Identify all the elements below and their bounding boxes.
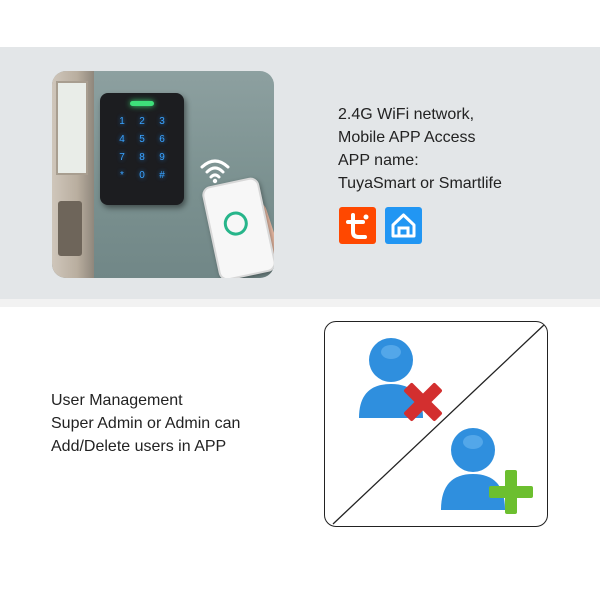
user-management-description: User Management Super Admin or Admin can… <box>51 389 240 458</box>
user-line: Add/Delete users in APP <box>51 438 227 455</box>
keypad-key: 6 <box>159 134 165 145</box>
keypad-key: # <box>159 170 165 181</box>
room-background <box>52 71 94 278</box>
keypad-key: 8 <box>139 152 145 163</box>
app-unlock-icon <box>221 209 251 238</box>
delete-user-icon <box>359 338 442 421</box>
tuya-app-icon <box>339 207 376 244</box>
wifi-line: TuyaSmart or Smartlife <box>338 175 502 192</box>
keypad-key: 3 <box>159 116 165 127</box>
wifi-line: APP name: <box>338 152 419 169</box>
wifi-line: 2.4G WiFi network, <box>338 106 475 123</box>
keypad-key: 0 <box>139 170 145 181</box>
lamp-illustration <box>58 201 82 256</box>
tuya-logo-icon <box>346 213 369 239</box>
smartlife-house-icon <box>391 213 416 238</box>
keypad-led-indicator <box>130 101 154 106</box>
user-line: User Management <box>51 392 183 409</box>
user-line: Super Admin or Admin can <box>51 415 241 432</box>
keypad-key: 9 <box>159 152 165 163</box>
user-icons-illustration <box>332 323 546 525</box>
wifi-line: Mobile APP Access <box>338 129 476 146</box>
product-photo: 1 2 3 4 5 6 7 8 9 * 0 # <box>52 71 274 278</box>
smartphone-illustration <box>200 176 274 278</box>
window-illustration <box>56 81 88 175</box>
diagonal-divider-line <box>332 323 546 525</box>
keypad-device: 1 2 3 4 5 6 7 8 9 * 0 # <box>100 93 184 205</box>
keypad-key: 7 <box>119 152 125 163</box>
keypad-key: * <box>120 170 124 181</box>
keypad-key: 2 <box>139 116 145 127</box>
wifi-description: 2.4G WiFi network, Mobile APP Access APP… <box>338 103 502 195</box>
keypad-keys: 1 2 3 4 5 6 7 8 9 * 0 # <box>112 115 172 183</box>
user-icons-panel <box>324 321 548 527</box>
section-divider <box>0 299 600 307</box>
add-user-icon <box>441 428 533 514</box>
keypad-key: 1 <box>119 116 125 127</box>
keypad-key: 4 <box>119 134 125 145</box>
wifi-signal-icon <box>200 159 230 184</box>
smartlife-app-icon <box>385 207 422 244</box>
keypad-key: 5 <box>139 134 145 145</box>
